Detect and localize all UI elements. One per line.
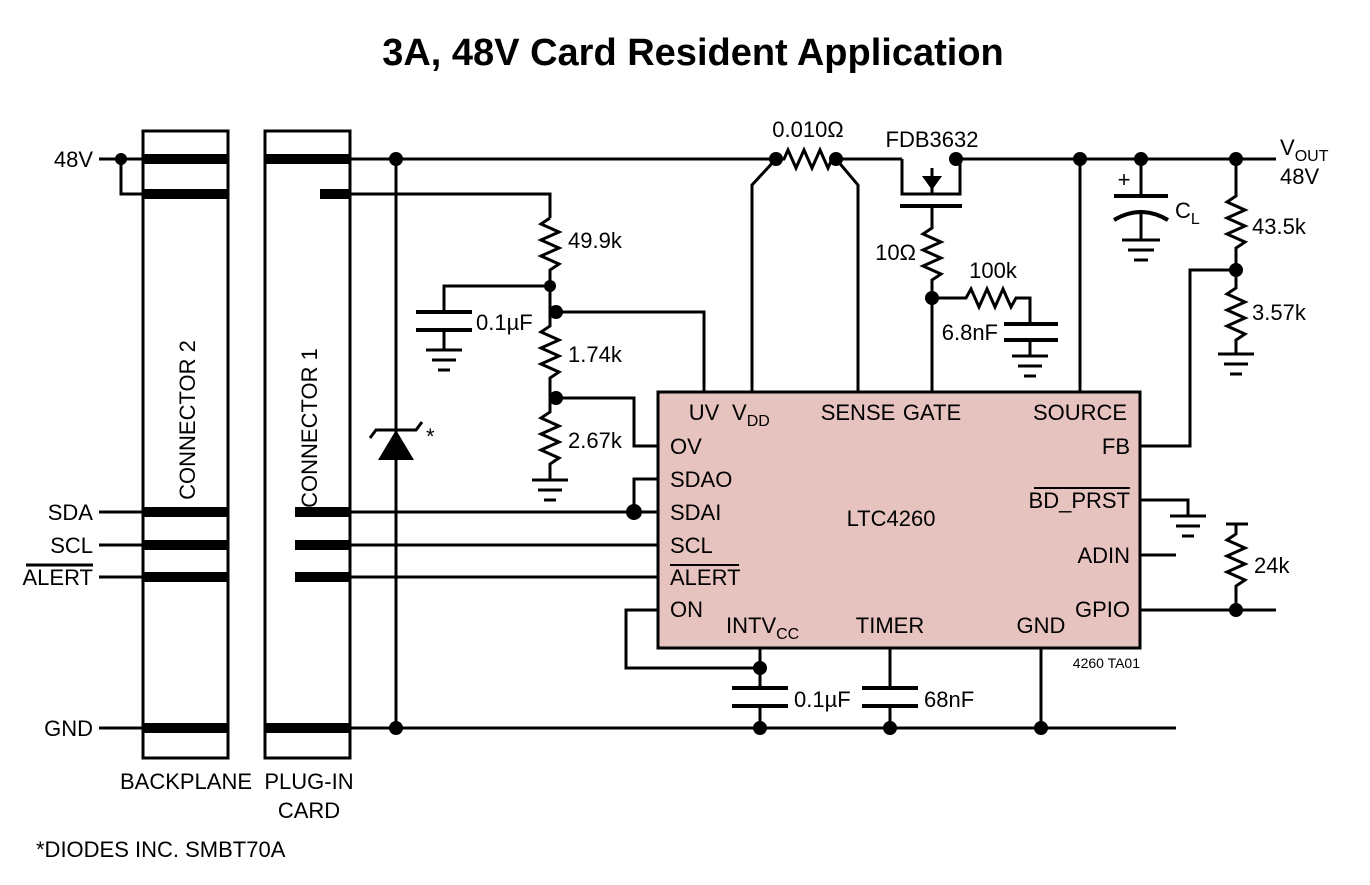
uv-wire [550, 310, 706, 392]
sense-resistor-value: 0.010Ω [772, 117, 844, 142]
label-alert: ALERT [22, 565, 93, 590]
pin-sdao: SDAO [670, 467, 732, 492]
label-gnd: GND [44, 716, 93, 741]
pin-uv: UV [689, 400, 720, 425]
bus-wires [350, 477, 658, 579]
pin-alert: ALERT [670, 565, 741, 590]
pin-gpio: GPIO [1075, 597, 1130, 622]
fb-resistor-bottom [1223, 270, 1249, 354]
comp-capacitor [1004, 322, 1058, 378]
plugin-label-1: PLUG-IN [264, 769, 353, 794]
pin-vdd: VDD [732, 400, 770, 430]
connector-1-label: CONNECTOR 1 [297, 348, 322, 508]
diagram-title: 3A, 48V Card Resident Application [382, 32, 1004, 74]
sense-resistor [776, 146, 836, 172]
pin-source: SOURCE [1033, 400, 1127, 425]
resistor-2k67 [537, 398, 563, 480]
gpio-resistor-value: 24k [1254, 553, 1290, 578]
fb-bottom-value: 3.57k [1252, 300, 1307, 325]
figure-code: 4260 TA01 [1073, 655, 1140, 671]
cap-plus: + [1118, 167, 1131, 192]
fb-resistor-top [1223, 159, 1249, 270]
comp-resistor-value: 100k [969, 258, 1018, 283]
resistor-1k74 [537, 312, 563, 398]
pin-intvcc: INTVCC [726, 613, 799, 643]
resistor-49k9 [537, 216, 563, 286]
pin-gate: GATE [903, 400, 961, 425]
tvs-diode [368, 159, 424, 735]
mosfet [900, 159, 962, 222]
r3-value: 2.67k [568, 428, 623, 453]
comp-resistor [932, 285, 1032, 324]
left-wires [99, 153, 143, 730]
divider-ground [532, 478, 568, 502]
vout-label: VOUT [1280, 135, 1329, 165]
vout-value: 48V [1280, 164, 1319, 189]
ltc4260-body [656, 390, 1142, 650]
pin-on: ON [670, 597, 703, 622]
pin-sdai: SDAI [670, 500, 721, 525]
plugin-label-2: CARD [278, 798, 340, 823]
gate-resistor-value: 10Ω [875, 240, 916, 265]
label-sda: SDA [48, 500, 94, 525]
connector-2-label: CONNECTOR 2 [175, 340, 200, 500]
ov-wire [550, 396, 658, 448]
label-scl: SCL [50, 533, 93, 558]
pin-gnd: GND [1017, 613, 1066, 638]
ic-name: LTC4260 [847, 506, 936, 531]
intvcc-cap-value: 0.1µF [794, 687, 851, 712]
timer-cap-value: 68nF [924, 687, 974, 712]
pin-adin: ADIN [1077, 543, 1130, 568]
divider-feed [320, 192, 552, 218]
connector-1-body [263, 129, 352, 760]
uv-capacitor [416, 310, 472, 372]
pin-fb: FB [1102, 434, 1130, 459]
pin-sense: SENSE [821, 400, 896, 425]
r1-value: 49.9k [568, 228, 623, 253]
backplane-label: BACKPLANE [120, 769, 252, 794]
tvs-mark: * [426, 424, 435, 449]
fb-wire [1140, 268, 1236, 448]
comp-capacitor-value: 6.8nF [942, 320, 998, 345]
mosfet-label: FDB3632 [886, 127, 979, 152]
load-capacitor [1112, 159, 1170, 262]
uv-cap-wire [442, 284, 550, 312]
cl-label: CL [1175, 198, 1200, 228]
pin-bd-prst: BD_PRST [1029, 488, 1130, 513]
fb-ground [1218, 352, 1254, 376]
fb-top-value: 43.5k [1252, 214, 1307, 239]
footnote: *DIODES INC. SMBT70A [36, 837, 286, 862]
right-wires [1140, 498, 1276, 617]
uv-cap-value: 0.1µF [476, 310, 533, 335]
pin-ov: OV [670, 434, 702, 459]
sense-wire [834, 158, 860, 392]
pin-timer: TIMER [856, 613, 924, 638]
label-48v: 48V [54, 147, 93, 172]
gate-resistor [919, 222, 945, 298]
pin-scl: SCL [670, 533, 713, 558]
vdd-wire [750, 157, 778, 392]
r2-value: 1.74k [568, 342, 623, 367]
bottom-wires [350, 608, 1176, 735]
connector-2-body [141, 129, 230, 760]
